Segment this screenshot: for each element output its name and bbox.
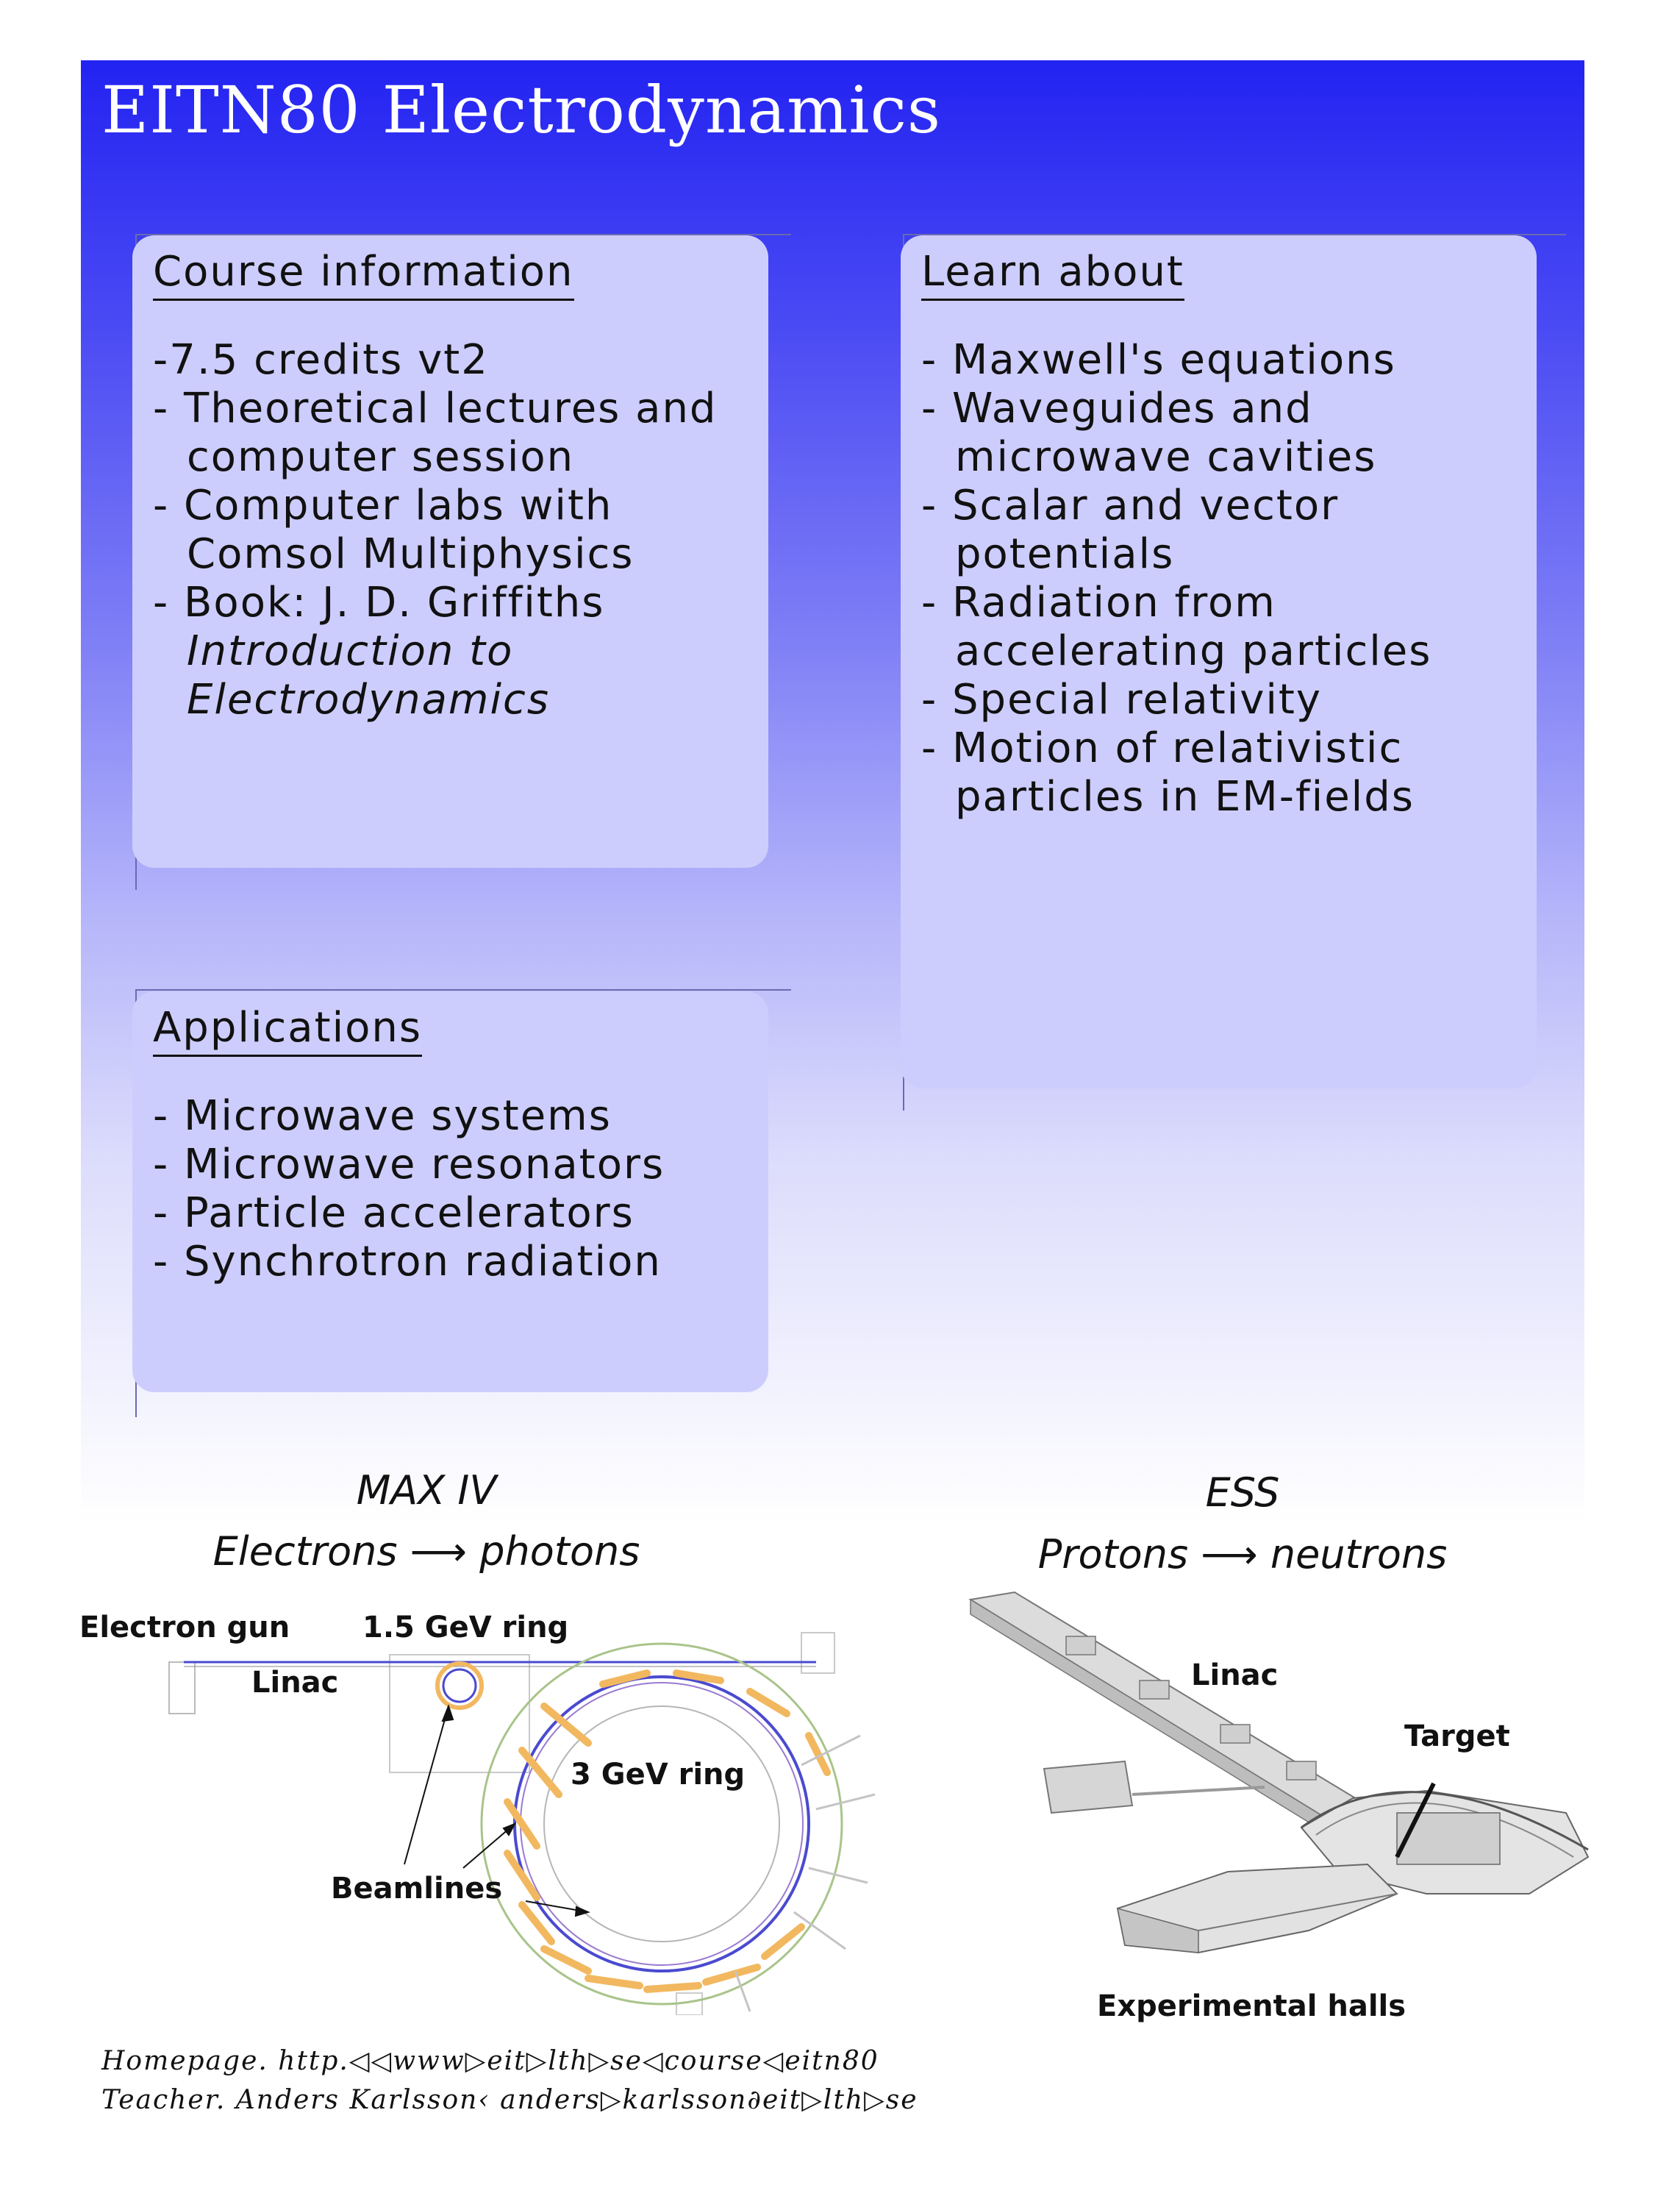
book-author: - Book: J. D. Griffiths — [153, 579, 605, 627]
list-item: - Motion of relativistic particles in EM… — [921, 724, 1415, 821]
course-info-box: Course information -7.5 credits vt2 - Th… — [132, 235, 768, 868]
learn-about-box: Learn about - Maxwell's equations - Wave… — [901, 235, 1537, 1088]
maxiv-label-electron-gun: Electron gun — [79, 1611, 290, 1644]
list-item: - Synchrotron radiation — [153, 1238, 662, 1286]
maxiv-label-linac: Linac — [251, 1666, 339, 1700]
applications-list: - Microwave systems - Microwave resonato… — [153, 1092, 748, 1286]
maxiv-name: MAX IV — [356, 1467, 497, 1514]
applications-heading: Applications — [153, 1004, 423, 1058]
applications-box: Applications - Microwave systems - Micro… — [132, 991, 768, 1392]
learn-about-list: - Maxwell's equations - Waveguides and m… — [921, 336, 1516, 821]
learn-about-heading: Learn about — [921, 248, 1184, 302]
maxiv-subtitle: Electrons ⟶ photons — [169, 1528, 684, 1575]
ess-facility-drawing — [968, 1591, 1590, 1954]
list-item: - Scalar and vector potentials — [921, 482, 1340, 579]
maxiv-from: Electrons — [212, 1528, 398, 1575]
course-info-list: -7.5 credits vt2 - Theoretical lectures … — [153, 336, 748, 724]
course-info-heading: Course information — [153, 248, 574, 302]
list-item: - Microwave resonators — [153, 1141, 665, 1189]
list-item: - Maxwell's equations — [921, 336, 1396, 385]
list-item: - Particle accelerators — [153, 1189, 635, 1238]
maxiv-label-ring-large: 3 GeV ring — [571, 1758, 746, 1792]
maxiv-label-ring-small: 1.5 GeV ring — [362, 1611, 569, 1644]
ess-to: neutrons — [1270, 1531, 1448, 1578]
list-item: - Waveguides and microwave cavities — [921, 385, 1377, 482]
homepage-line: Homepage. http.◁◁www▷eit▷lth▷se◁course◁e… — [101, 2046, 879, 2076]
list-item: - Special relativity — [921, 676, 1323, 724]
ess-subtitle: Protons ⟶ neutrons — [985, 1531, 1500, 1578]
maxiv-label-beamlines: Beamlines — [331, 1872, 503, 1906]
arrow-right-icon: ⟶ — [410, 1528, 468, 1575]
list-item: -7.5 credits vt2 — [153, 336, 489, 385]
list-item: - Microwave systems — [153, 1092, 612, 1141]
page-title: EITN80 Electrodynamics — [101, 72, 942, 148]
list-item: - Computer labs with Comsol Multiphysics — [153, 482, 635, 579]
ess-from: Protons — [1037, 1531, 1189, 1578]
ess-label-halls: Experimental halls — [1097, 1989, 1406, 2023]
maxiv-facility-drawing — [168, 1632, 876, 2015]
teacher-line: Teacher. Anders Karlsson‹ anders▷karlsso… — [101, 2085, 918, 2115]
ess-label-target: Target — [1404, 1719, 1510, 1753]
book-title-line1: Introduction to — [187, 627, 514, 676]
book-title-line2: Electrodynamics — [187, 676, 550, 724]
ess-name: ESS — [1205, 1469, 1280, 1516]
maxiv-to: photons — [479, 1528, 640, 1575]
arrow-right-icon: ⟶ — [1201, 1531, 1258, 1578]
ess-label-linac: Linac — [1191, 1658, 1279, 1692]
list-item: - Theoretical lectures and computer sess… — [153, 385, 718, 482]
list-item: - Radiation from accelerating particles — [921, 579, 1432, 676]
